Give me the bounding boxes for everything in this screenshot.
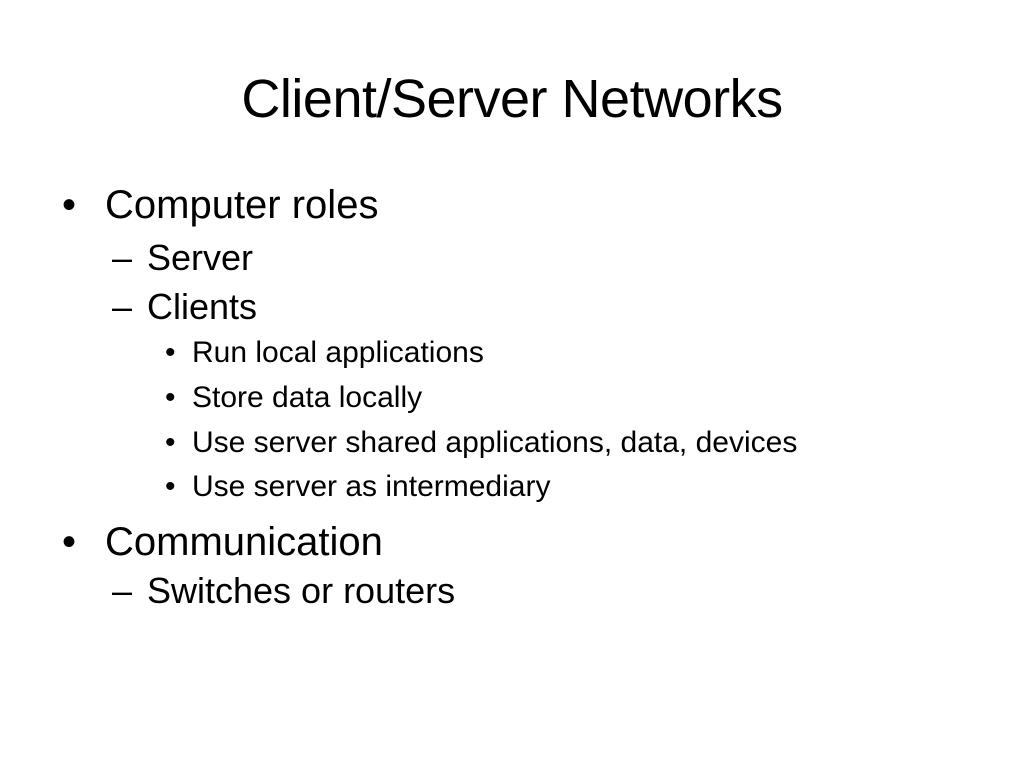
bullet-dot-icon: • — [165, 336, 176, 369]
bullet-text: Run local applications — [192, 336, 484, 369]
bullet-item: • Run local applications — [165, 338, 484, 368]
bullet-item: • Communication — [62, 522, 383, 562]
bullet-text: Clients — [147, 286, 258, 327]
dash-icon: – — [112, 570, 133, 611]
bullet-text: Use server as intermediary — [192, 470, 551, 503]
bullet-item: • Use server shared applications, data, d… — [165, 428, 797, 458]
bullet-dot-icon: • — [62, 183, 77, 227]
bullet-item: –Server — [112, 240, 253, 276]
bullet-item: –Clients — [112, 289, 257, 325]
bullet-text: Store data locally — [192, 381, 423, 414]
bullet-dot-icon: • — [165, 470, 176, 503]
bullet-text: Use server shared applications, data, de… — [192, 426, 798, 459]
bullet-item: • Computer roles — [62, 185, 378, 225]
slide-title: Client/Server Networks — [241, 69, 783, 129]
dash-icon: – — [112, 286, 133, 327]
bullet-dot-icon: • — [165, 381, 176, 414]
bullet-text: Switches or routers — [147, 570, 456, 611]
bullet-dot-icon: • — [62, 520, 77, 564]
bullet-dot-icon: • — [165, 426, 176, 459]
bullet-item: • Store data locally — [165, 383, 422, 413]
bullet-item: • Use server as intermediary — [165, 472, 550, 502]
dash-icon: – — [112, 237, 133, 278]
bullet-text: Computer roles — [105, 183, 379, 227]
bullet-item: –Switches or routers — [112, 573, 455, 609]
bullet-text: Server — [147, 237, 254, 278]
bullet-text: Communication — [105, 520, 383, 564]
